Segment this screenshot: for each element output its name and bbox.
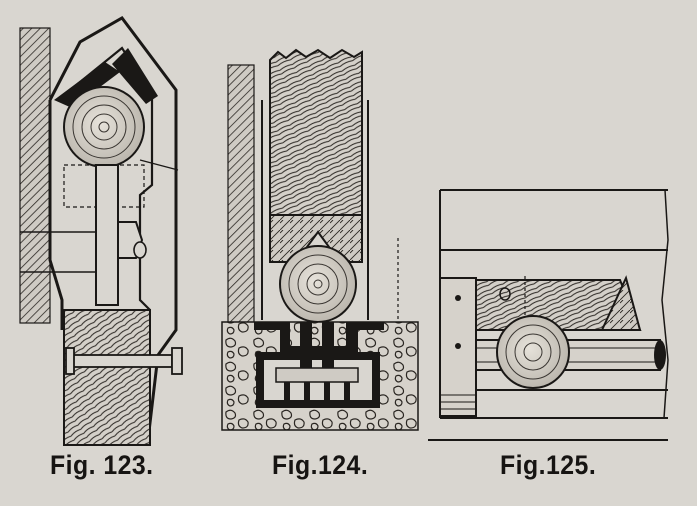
figure-125 [428, 189, 669, 441]
ball [279, 245, 357, 323]
figure-124 [221, 48, 419, 431]
timber-beam [63, 309, 151, 446]
guide-inner [63, 46, 154, 311]
wall-hatched [227, 64, 255, 326]
figure-123 [19, 16, 183, 446]
door-leaf [269, 48, 363, 216]
caption-fig-123: Fig. 123. [50, 450, 154, 480]
ball-cap-black [54, 48, 158, 108]
ball [63, 86, 145, 168]
rail-plate [275, 367, 359, 383]
through-bolt [71, 354, 173, 368]
caption-fig-125: Fig.125. [500, 450, 597, 480]
wedge [600, 275, 642, 331]
vertical-strap [95, 164, 119, 306]
ball [496, 315, 570, 389]
caption-fig-124: Fig.124. [272, 450, 369, 480]
wall-hatched [19, 27, 51, 324]
